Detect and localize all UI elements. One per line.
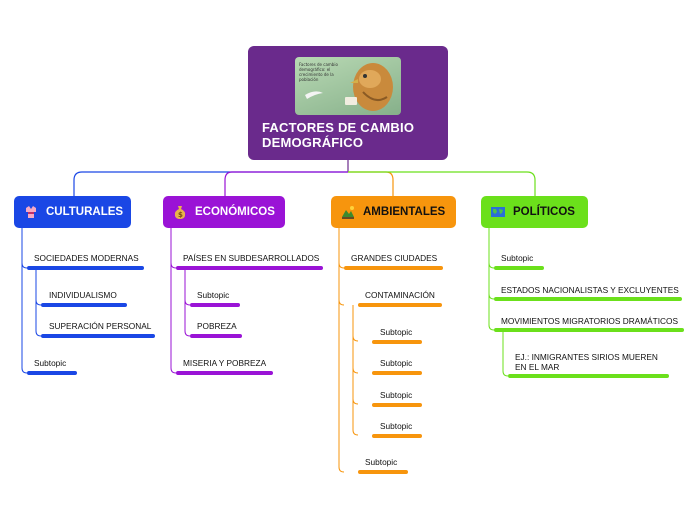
svg-text:$: $ — [178, 211, 183, 219]
subtopic-underline — [372, 434, 422, 438]
subtopic-underline — [41, 303, 127, 307]
subtopic-underline — [190, 334, 242, 338]
kimono-icon — [24, 205, 38, 219]
subtopic-superacion-personal[interactable]: SUPERACIÓN PERSONAL — [49, 321, 151, 331]
central-topic[interactable]: Factores de cambio demográfico: el creci… — [248, 46, 448, 160]
subtopic-grandes-ciudades[interactable]: GRANDES CIUDADES — [351, 253, 437, 263]
subtopic-sociedades-modernas[interactable]: SOCIEDADES MODERNAS — [34, 253, 139, 263]
topic-politicos[interactable]: POLÍTICOS — [481, 196, 588, 228]
subtopic-underline — [344, 266, 443, 270]
topic-label: ECONÓMICOS — [195, 206, 275, 218]
landscape-icon — [341, 205, 355, 219]
subtopic-miseria-y-pobreza[interactable]: MISERIA Y POBREZA — [183, 358, 266, 368]
subtopic-underline — [27, 371, 77, 375]
topic-label: POLÍTICOS — [513, 206, 575, 218]
subtopic-individualismo[interactable]: INDIVIDUALISMO — [49, 290, 117, 300]
subtopic-contaminacion[interactable]: CONTAMINACIÓN — [365, 290, 435, 300]
subtopic-underline — [494, 297, 682, 301]
subtopic-item[interactable]: Subtopic — [197, 290, 229, 300]
subtopic-item[interactable]: Subtopic — [380, 421, 412, 431]
topic-ambientales[interactable]: AMBIENTALES — [331, 196, 456, 228]
subtopic-underline — [508, 374, 669, 378]
subtopic-item[interactable]: Subtopic — [501, 253, 533, 263]
subtopic-underline — [494, 328, 684, 332]
topic-culturales[interactable]: CULTURALES — [14, 196, 131, 228]
subtopic-underline — [176, 371, 273, 375]
subtopic-inmigrantes-sirios[interactable]: EJ.: INMIGRANTES SIRIOS MUEREN EN EL MAR — [515, 352, 665, 372]
subtopic-item[interactable]: Subtopic — [380, 327, 412, 337]
subtopic-underline — [176, 266, 323, 270]
subtopic-underline — [41, 334, 155, 338]
subtopic-underline — [372, 403, 422, 407]
bird-illustration-icon — [295, 57, 401, 115]
subtopic-item[interactable]: Subtopic — [34, 358, 66, 368]
world-map-icon — [491, 205, 505, 219]
central-topic-title: FACTORES DE CAMBIO DEMOGRÁFICO — [262, 120, 442, 150]
subtopic-estados-nacionalistas[interactable]: ESTADOS NACIONALISTAS Y EXCLUYENTES — [501, 285, 679, 295]
subtopic-pobreza[interactable]: POBREZA — [197, 321, 237, 331]
topic-economicos[interactable]: $ ECONÓMICOS — [163, 196, 285, 228]
subtopic-underline — [358, 470, 408, 474]
subtopic-movimientos-migratorios[interactable]: MOVIMIENTOS MIGRATORIOS DRAMÁTICOS — [501, 316, 678, 326]
topic-label: CULTURALES — [46, 206, 123, 218]
subtopic-item[interactable]: Subtopic — [380, 358, 412, 368]
subtopic-underline — [358, 303, 442, 307]
money-bag-icon: $ — [173, 205, 187, 219]
topic-label: AMBIENTALES — [363, 206, 445, 218]
subtopic-item[interactable]: Subtopic — [380, 390, 412, 400]
subtopic-underline — [372, 340, 422, 344]
subtopic-underline — [494, 266, 544, 270]
subtopic-item[interactable]: Subtopic — [365, 457, 397, 467]
subtopic-underline — [372, 371, 422, 375]
subtopic-underline — [27, 266, 144, 270]
central-topic-image: Factores de cambio demográfico: el creci… — [295, 57, 401, 115]
subtopic-underline — [190, 303, 240, 307]
subtopic-paises-subdesarrollados[interactable]: PAÍSES EN SUBDESARROLLADOS — [183, 253, 319, 263]
